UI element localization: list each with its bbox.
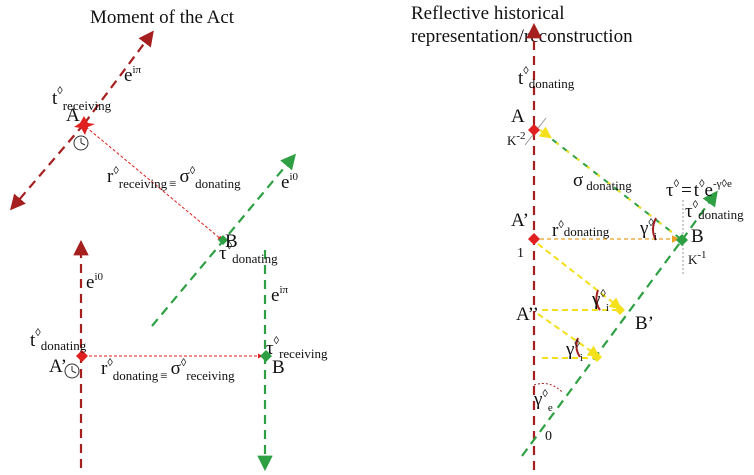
rr-gamma-arc-Bprime: [595, 289, 601, 311]
point-A-prime-marker: [76, 350, 88, 362]
rr-label-r-donating: r◊donating: [552, 219, 610, 241]
label-point-A-prime: A’: [49, 356, 67, 377]
rr-yellow-Aprime-Bprime: [537, 243, 622, 310]
label-point-B-upper: B: [225, 231, 238, 252]
rr-label-point-A: A: [511, 106, 525, 127]
rr-label-K-minus1: K-1: [688, 249, 707, 267]
rr-point-A-prime-marker: [528, 233, 540, 245]
rr-sigma-green: [539, 129, 683, 241]
rr-gamma-arc-B: [652, 217, 657, 241]
rr-yellow-Adprime-lower: [537, 313, 600, 358]
rr-label-t-donating: t◊donating: [518, 65, 575, 91]
label-e-ipi-top: eiπ: [124, 64, 141, 86]
label-t-donating-lower: t◊donating: [30, 327, 87, 353]
label-e-ipi-lower: eiπ: [271, 284, 288, 306]
rr-label-gamma-i-Bprime: γ◊i: [591, 288, 609, 314]
receiving-worldline-down: [9, 123, 85, 211]
rr-point-B-prime-marker: [615, 305, 625, 315]
rr-label-one: 1: [517, 246, 524, 261]
rr-label-tau-donating: τ◊donating: [685, 199, 744, 222]
right-title-line1: Reflective historical: [411, 3, 565, 24]
rr-label-K-minus2: K-2: [507, 130, 526, 148]
label-point-A: A: [66, 105, 80, 126]
rr-label-zero: 0: [545, 429, 552, 444]
point-A-marker: [74, 116, 95, 135]
rr-label-gamma-e: γ◊e: [533, 388, 553, 414]
label-point-B-lower: B: [272, 357, 285, 378]
label-r-donating-sigma-receiving: r◊donating≡σ◊receiving: [101, 357, 235, 383]
point-B-marker-lower: [260, 350, 272, 362]
point-B-marker-upper: [218, 235, 228, 245]
rr-label-gamma-i-B: γ◊i: [639, 217, 657, 243]
rr-point-A-marker: [528, 124, 540, 136]
r-receiving-line: [85, 126, 223, 241]
label-tau-donating-upper: τ◊donating: [219, 240, 278, 266]
rr-label-point-A-dprime: A’’: [516, 304, 539, 325]
rr-label-point-B: B: [691, 226, 704, 247]
rr-point-lower-marker: [592, 352, 602, 362]
rr-label-point-B-prime: B’: [635, 313, 654, 334]
rr-point-B-marker: [676, 234, 688, 246]
rr-label-gamma-i-lower: γ◊i: [565, 338, 583, 364]
right-title-line2: representation/reconstruction: [411, 26, 633, 47]
label-tau-receiving-lower: τ◊receiving: [266, 335, 328, 361]
label-e-i0-lower: ei0: [86, 271, 103, 293]
rr-gamma-arc-lower: [575, 337, 581, 358]
label-r-receiving-sigma-donating: r◊receiving≡σ◊donating: [107, 165, 241, 191]
clock-icon: [64, 363, 80, 379]
label-e-i0-upper: ei0: [281, 171, 298, 193]
clock-icon: [73, 135, 89, 151]
rr-green-diagonal-short: [681, 190, 718, 241]
rr-label-point-A-prime: A’: [511, 210, 529, 231]
left-title: Moment of the Act: [90, 7, 235, 28]
rr-green-diagonal-long: [521, 239, 683, 457]
receiving-worldline-up: [83, 30, 154, 125]
rr-label-tau-formula: τ◊=t◊e-γ◊e: [666, 178, 732, 201]
label-t-receiving: t◊receiving: [52, 85, 112, 113]
rr-yellow-small-A: [538, 126, 552, 139]
